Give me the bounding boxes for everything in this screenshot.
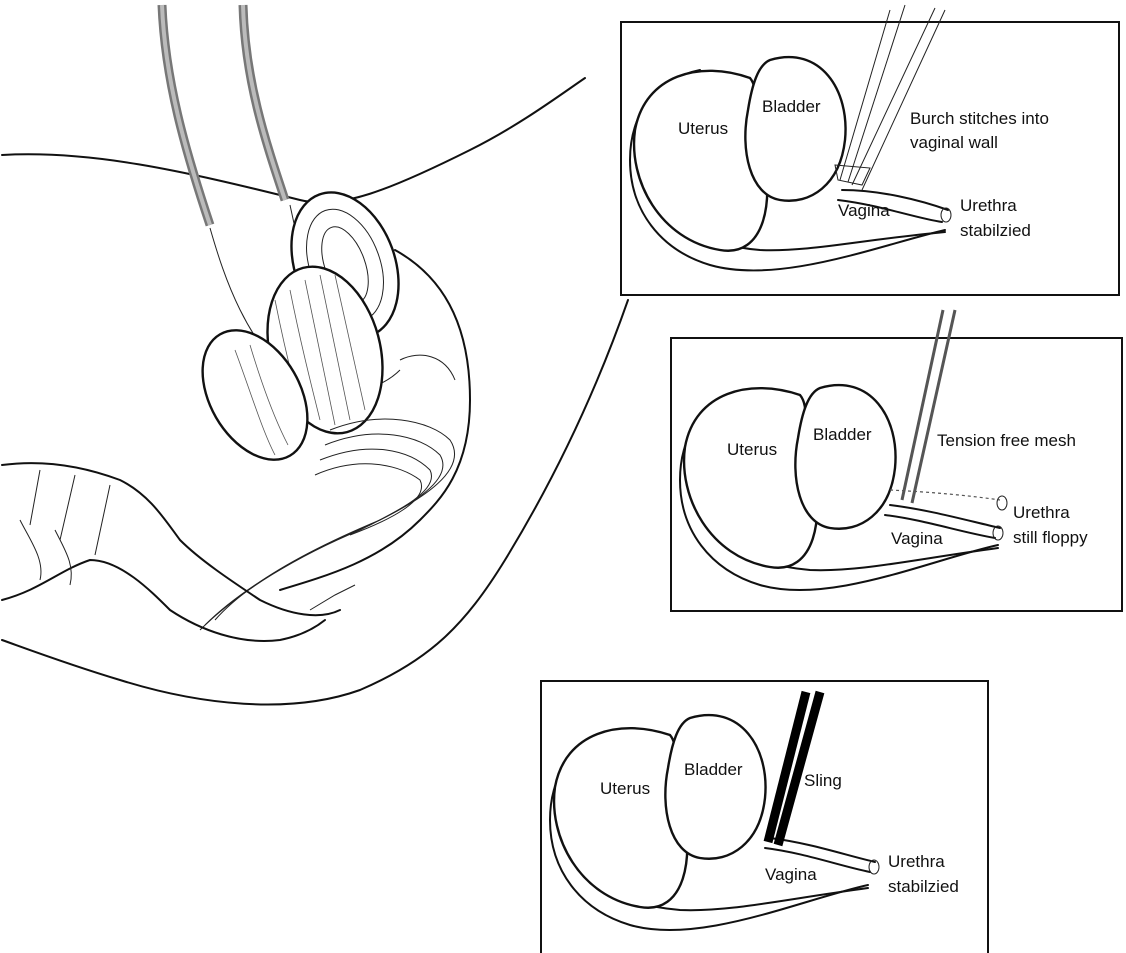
- pelvis-sagittal-illustration: [2, 5, 628, 704]
- laparoscopic-port-1: [162, 5, 210, 225]
- mesh-note: Tension free mesh: [937, 431, 1076, 450]
- panel-sling: Uterus Bladder Sling Vagina Urethra stab…: [541, 681, 988, 953]
- panel-mesh: Uterus Bladder Tension free mesh Vagina …: [671, 310, 1122, 611]
- uterus-label: Uterus: [727, 440, 777, 459]
- vagina-label: Vagina: [891, 529, 943, 548]
- bladder-shape: [795, 385, 895, 529]
- urethra-label-line-2: stabilzied: [888, 877, 959, 896]
- burch-note-line-2: vaginal wall: [910, 133, 998, 152]
- laparoscopic-port-2: [243, 5, 285, 200]
- uterus-label: Uterus: [678, 119, 728, 138]
- vagina-label: Vagina: [838, 201, 890, 220]
- sacrum-coccyx: [2, 463, 355, 641]
- bladder-label: Bladder: [813, 425, 872, 444]
- urethra-label-line-2: stabilzied: [960, 221, 1031, 240]
- bladder-label: Bladder: [762, 97, 821, 116]
- urethra-label-line-1: Urethra: [888, 852, 945, 871]
- bladder-shape: [665, 715, 765, 859]
- bladder-shape: [745, 57, 845, 201]
- panel-burch: Uterus Bladder Burch stitches into vagin…: [621, 5, 1119, 295]
- vagina-label: Vagina: [765, 865, 817, 884]
- urethra-label-line-2: still floppy: [1013, 528, 1088, 547]
- abdominal-wall-outline: [2, 78, 585, 203]
- urethra-label-line-1: Urethra: [960, 196, 1017, 215]
- bladder-label: Bladder: [684, 760, 743, 779]
- uterus-label: Uterus: [600, 779, 650, 798]
- sling-note: Sling: [804, 771, 842, 790]
- urethra-label-line-1: Urethra: [1013, 503, 1070, 522]
- burch-note-line-1: Burch stitches into: [910, 109, 1049, 128]
